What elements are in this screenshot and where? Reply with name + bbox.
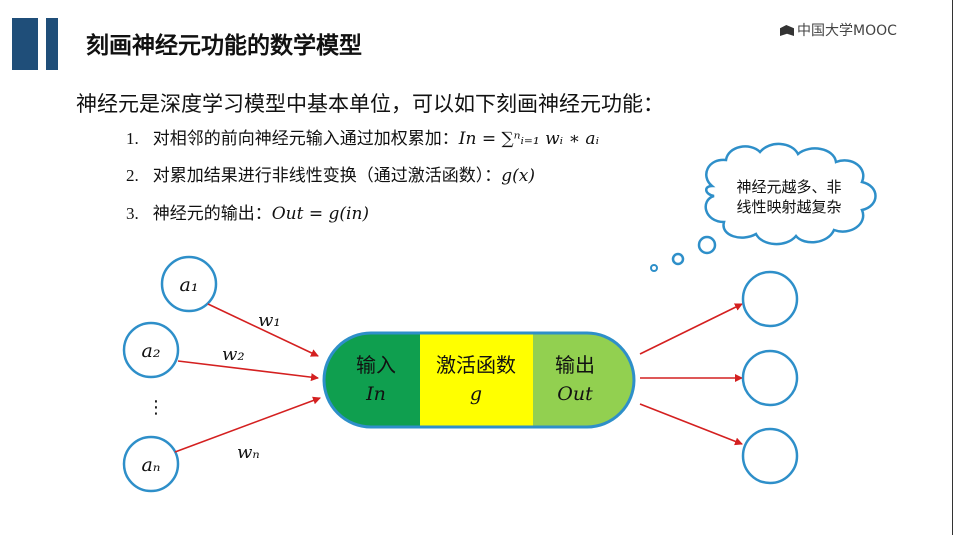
list-text: 对累加结果进行非线性变换（通过激活函数）： <box>152 166 502 186</box>
header-accent-bar <box>12 18 38 70</box>
input-node-label: a₁ <box>180 274 199 296</box>
weight-arrow <box>177 360 319 382</box>
neuron-input-symbol: In <box>365 383 386 405</box>
neuron-output-symbol: Out <box>557 383 593 405</box>
weight-label: w₁ <box>258 310 281 331</box>
mooc-logo: 中国大学MOOC <box>780 20 897 40</box>
neuron-activation-label: 激活函数 <box>436 353 516 377</box>
weight-arrow <box>207 303 319 357</box>
list-text: 对相邻的前向神经元输入通过加权累加： <box>152 129 459 149</box>
input-node-label: aₙ <box>141 454 160 476</box>
list-item: 2. 对累加结果进行非线性变换（通过激活函数）：g(x) <box>126 161 535 186</box>
thought-bubble-line1: 神经元越多、非 <box>736 178 841 196</box>
weight-label: w₂ <box>222 344 245 365</box>
output-arrow <box>639 303 743 355</box>
output-node <box>741 270 799 328</box>
page-title: 刻画神经元功能的数学模型 <box>86 33 362 59</box>
neuron-activation-section <box>420 333 533 427</box>
neuron-input-label: 输入 <box>356 353 396 377</box>
input-ellipsis: ⋮ <box>147 397 165 418</box>
thought-dot-medium <box>671 252 685 266</box>
list-number: 3. <box>126 204 139 223</box>
list-formula: g(x) <box>501 166 535 186</box>
thought-bubble-line2: 线性映射越复杂 <box>736 198 841 216</box>
list-text: 神经元的输出： <box>152 204 272 224</box>
list-number: 1. <box>126 129 139 148</box>
neuron-input-section <box>324 333 420 427</box>
list-formula: Out = g(in) <box>271 204 370 224</box>
neuron-outline <box>322 331 636 429</box>
input-node-label: a₂ <box>142 340 161 362</box>
neuron-output-section <box>533 333 634 427</box>
weight-arrow <box>174 396 321 453</box>
list-number: 2. <box>126 166 139 185</box>
weight-label: wₙ <box>237 442 260 463</box>
list-item: 1. 对相邻的前向神经元输入通过加权累加：In = ∑ⁿᵢ₌₁ wᵢ ∗ aᵢ <box>126 124 599 149</box>
output-node <box>741 349 799 407</box>
thought-bubble <box>704 142 877 246</box>
list-formula: In = ∑ⁿᵢ₌₁ wᵢ ∗ aᵢ <box>458 129 599 149</box>
slide-edge-divider <box>952 0 953 535</box>
mooc-logo-icon <box>780 25 794 36</box>
input-node <box>160 255 218 313</box>
thought-dot-small <box>650 264 658 272</box>
input-node <box>122 435 180 493</box>
output-arrow <box>639 403 743 446</box>
neuron-activation-symbol: g <box>470 383 482 405</box>
mooc-logo-text: 中国大学MOOC <box>797 23 897 39</box>
output-node <box>741 427 799 485</box>
list-item: 3. 神经元的输出：Out = g(in) <box>126 199 369 224</box>
header-accent-bar-small <box>46 18 58 70</box>
neuron-output-label: 输出 <box>555 353 595 377</box>
input-node <box>122 321 180 379</box>
intro-text: 神经元是深度学习模型中基本单位，可以如下刻画神经元功能： <box>76 92 664 116</box>
thought-dot-large <box>697 235 717 255</box>
